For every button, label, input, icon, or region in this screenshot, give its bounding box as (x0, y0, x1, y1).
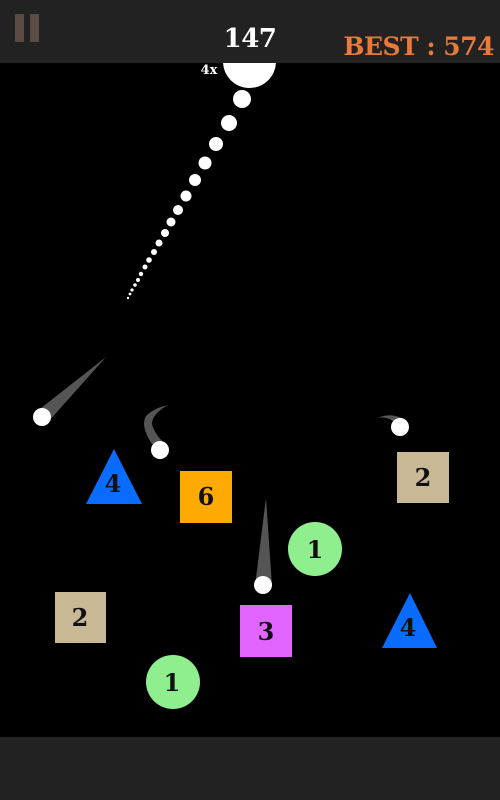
block-hit-count: 3 (258, 617, 275, 646)
aim-dot (142, 264, 148, 270)
circle-block-shape (288, 522, 342, 576)
square-block-shape (180, 471, 232, 523)
aim-dot (155, 239, 163, 247)
block-hit-count: 4 (105, 469, 122, 498)
aim-dot (128, 292, 132, 296)
aim-dot (173, 205, 183, 215)
block-square-2-right: 2 (397, 452, 449, 503)
block-hit-count: 6 (198, 482, 215, 511)
aim-dot (166, 217, 176, 227)
triangle-block-shape (382, 593, 437, 648)
score-counter: 147 (223, 24, 277, 54)
circle-block-shape (146, 655, 200, 709)
aim-dot (221, 115, 237, 131)
pause-icon-right-bar (30, 14, 39, 42)
aim-dot (146, 257, 152, 263)
ball-count-multiplier: 4x (200, 63, 218, 78)
block-square-6: 6 (180, 471, 232, 523)
ball (33, 408, 51, 426)
top-bar (0, 0, 500, 63)
launcher-ball (223, 63, 276, 88)
block-hit-count: 2 (72, 603, 89, 632)
block-hit-count: 2 (415, 463, 432, 492)
aim-trajectory (126, 90, 251, 300)
ball-trail (36, 357, 106, 422)
aim-dot (130, 288, 134, 292)
aim-dot (233, 90, 251, 108)
aim-dot (198, 156, 212, 170)
square-block-shape (55, 592, 106, 643)
block-hit-count: 1 (164, 668, 181, 697)
pause-icon-left-bar (15, 14, 24, 42)
aim-dot (161, 229, 169, 237)
best-score: BEST : 574 (343, 32, 494, 61)
block-hit-count: 1 (307, 535, 324, 564)
aim-dot (151, 249, 157, 255)
block-circle-1-middle: 1 (288, 522, 342, 576)
square-block-shape (397, 452, 449, 503)
ball (254, 576, 272, 594)
aim-dot (126, 296, 130, 300)
ball (151, 441, 169, 459)
ball (391, 418, 409, 436)
ball-trail (255, 498, 272, 586)
aim-dot (133, 283, 137, 287)
bottom-bar (0, 737, 500, 800)
ball-launcher (223, 63, 276, 88)
block-hit-count: 4 (400, 613, 417, 642)
aim-dot (180, 190, 192, 202)
triangle-block-shape (86, 449, 142, 504)
block-square-2-left: 2 (55, 592, 106, 643)
ball-trail (144, 405, 168, 446)
block-triangle-4-left: 4 (86, 449, 142, 504)
square-block-shape (240, 605, 292, 657)
block-triangle-4-right: 4 (382, 593, 437, 648)
block-square-3: 3 (240, 605, 292, 657)
block-circle-1-bottom: 1 (146, 655, 200, 709)
balls (33, 408, 409, 594)
pause-button[interactable] (13, 14, 41, 44)
aim-dot (138, 271, 144, 277)
aim-dot (189, 174, 201, 186)
aim-dot (209, 137, 223, 151)
aim-dot (136, 278, 140, 282)
